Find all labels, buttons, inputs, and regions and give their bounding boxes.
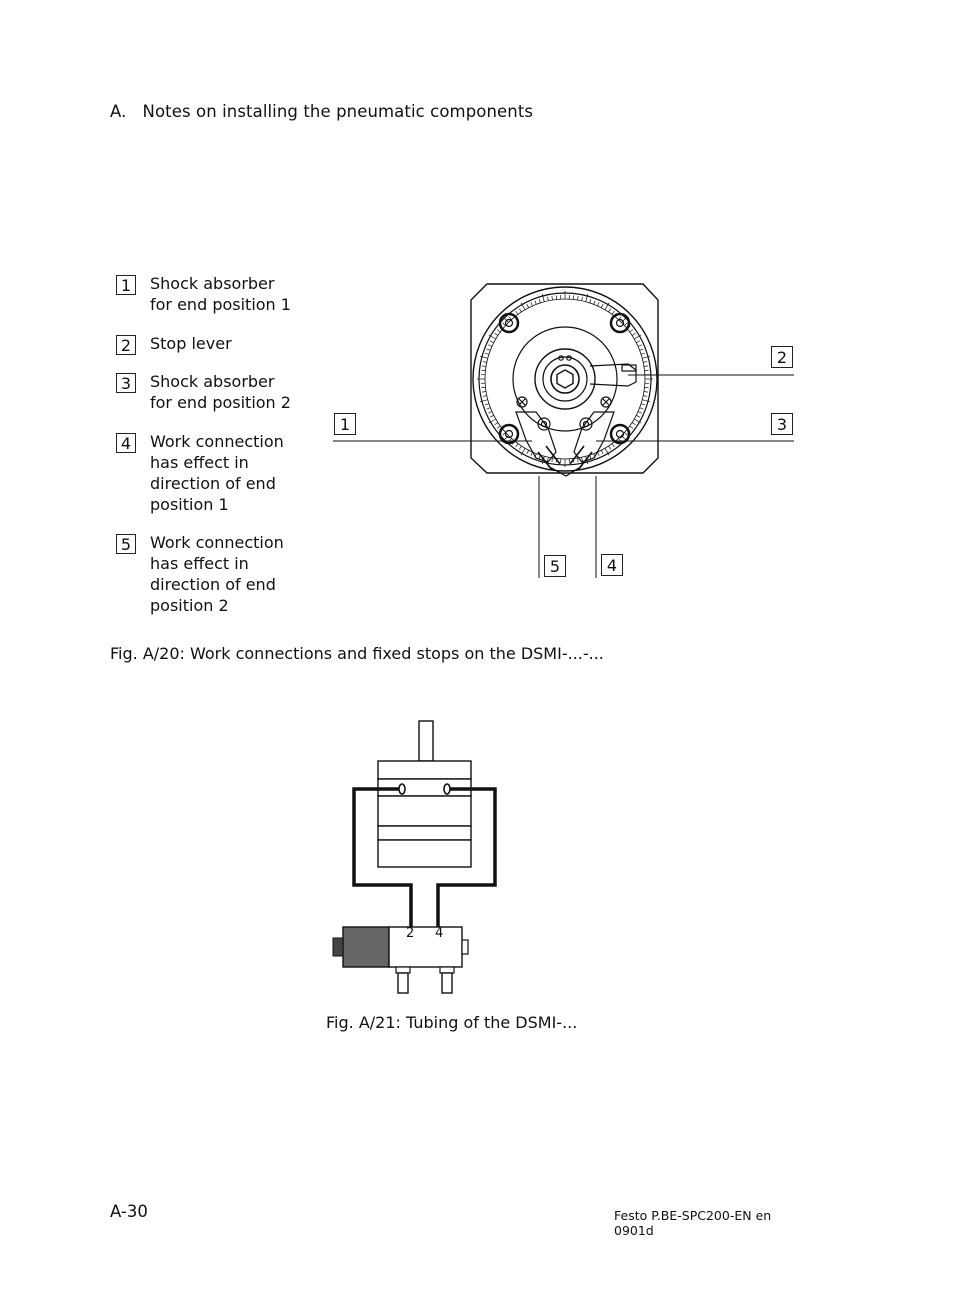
page-number: A-30 <box>110 1202 148 1221</box>
callout-shock-absorber-1: 1 <box>334 413 356 435</box>
legend-text: Stop lever <box>150 334 232 353</box>
valve-port-label-4: 4 <box>435 926 444 941</box>
legend-text: Shock absorber for end position 1 <box>150 274 291 314</box>
section-letter: A. <box>110 102 127 121</box>
figure-a21-caption: Fig. A/21: Tubing of the DSMI-... <box>326 1013 578 1032</box>
callout-stop-lever: 2 <box>771 346 793 368</box>
legend-number: 1 <box>116 275 136 295</box>
callout-work-connection-4: 4 <box>601 554 623 576</box>
document-id: Festo P.BE-SPC200-EN en 0901d <box>614 1208 772 1238</box>
figure-a20-caption: Fig. A/20: Work connections and fixed st… <box>110 644 604 663</box>
legend-text: Work connection has effect in direction … <box>150 533 284 615</box>
legend-number: 5 <box>116 534 136 554</box>
legend-number: 2 <box>116 335 136 355</box>
dsmi-top-view-drawing <box>333 283 794 578</box>
section-title: Notes on installing the pneumatic compon… <box>142 102 534 121</box>
legend-number: 3 <box>116 373 136 393</box>
legend-text: Shock absorber for end position 2 <box>150 372 291 412</box>
legend-number: 4 <box>116 433 136 453</box>
callout-shock-absorber-2: 3 <box>771 413 793 435</box>
callout-work-connection-5: 5 <box>544 555 566 577</box>
legend-text: Work connection has effect in direction … <box>150 432 284 514</box>
section-header: A. Notes on installing the pneumatic com… <box>110 102 533 121</box>
valve-port-label-2: 2 <box>406 926 415 941</box>
dsmi-tubing-drawing <box>332 720 497 994</box>
